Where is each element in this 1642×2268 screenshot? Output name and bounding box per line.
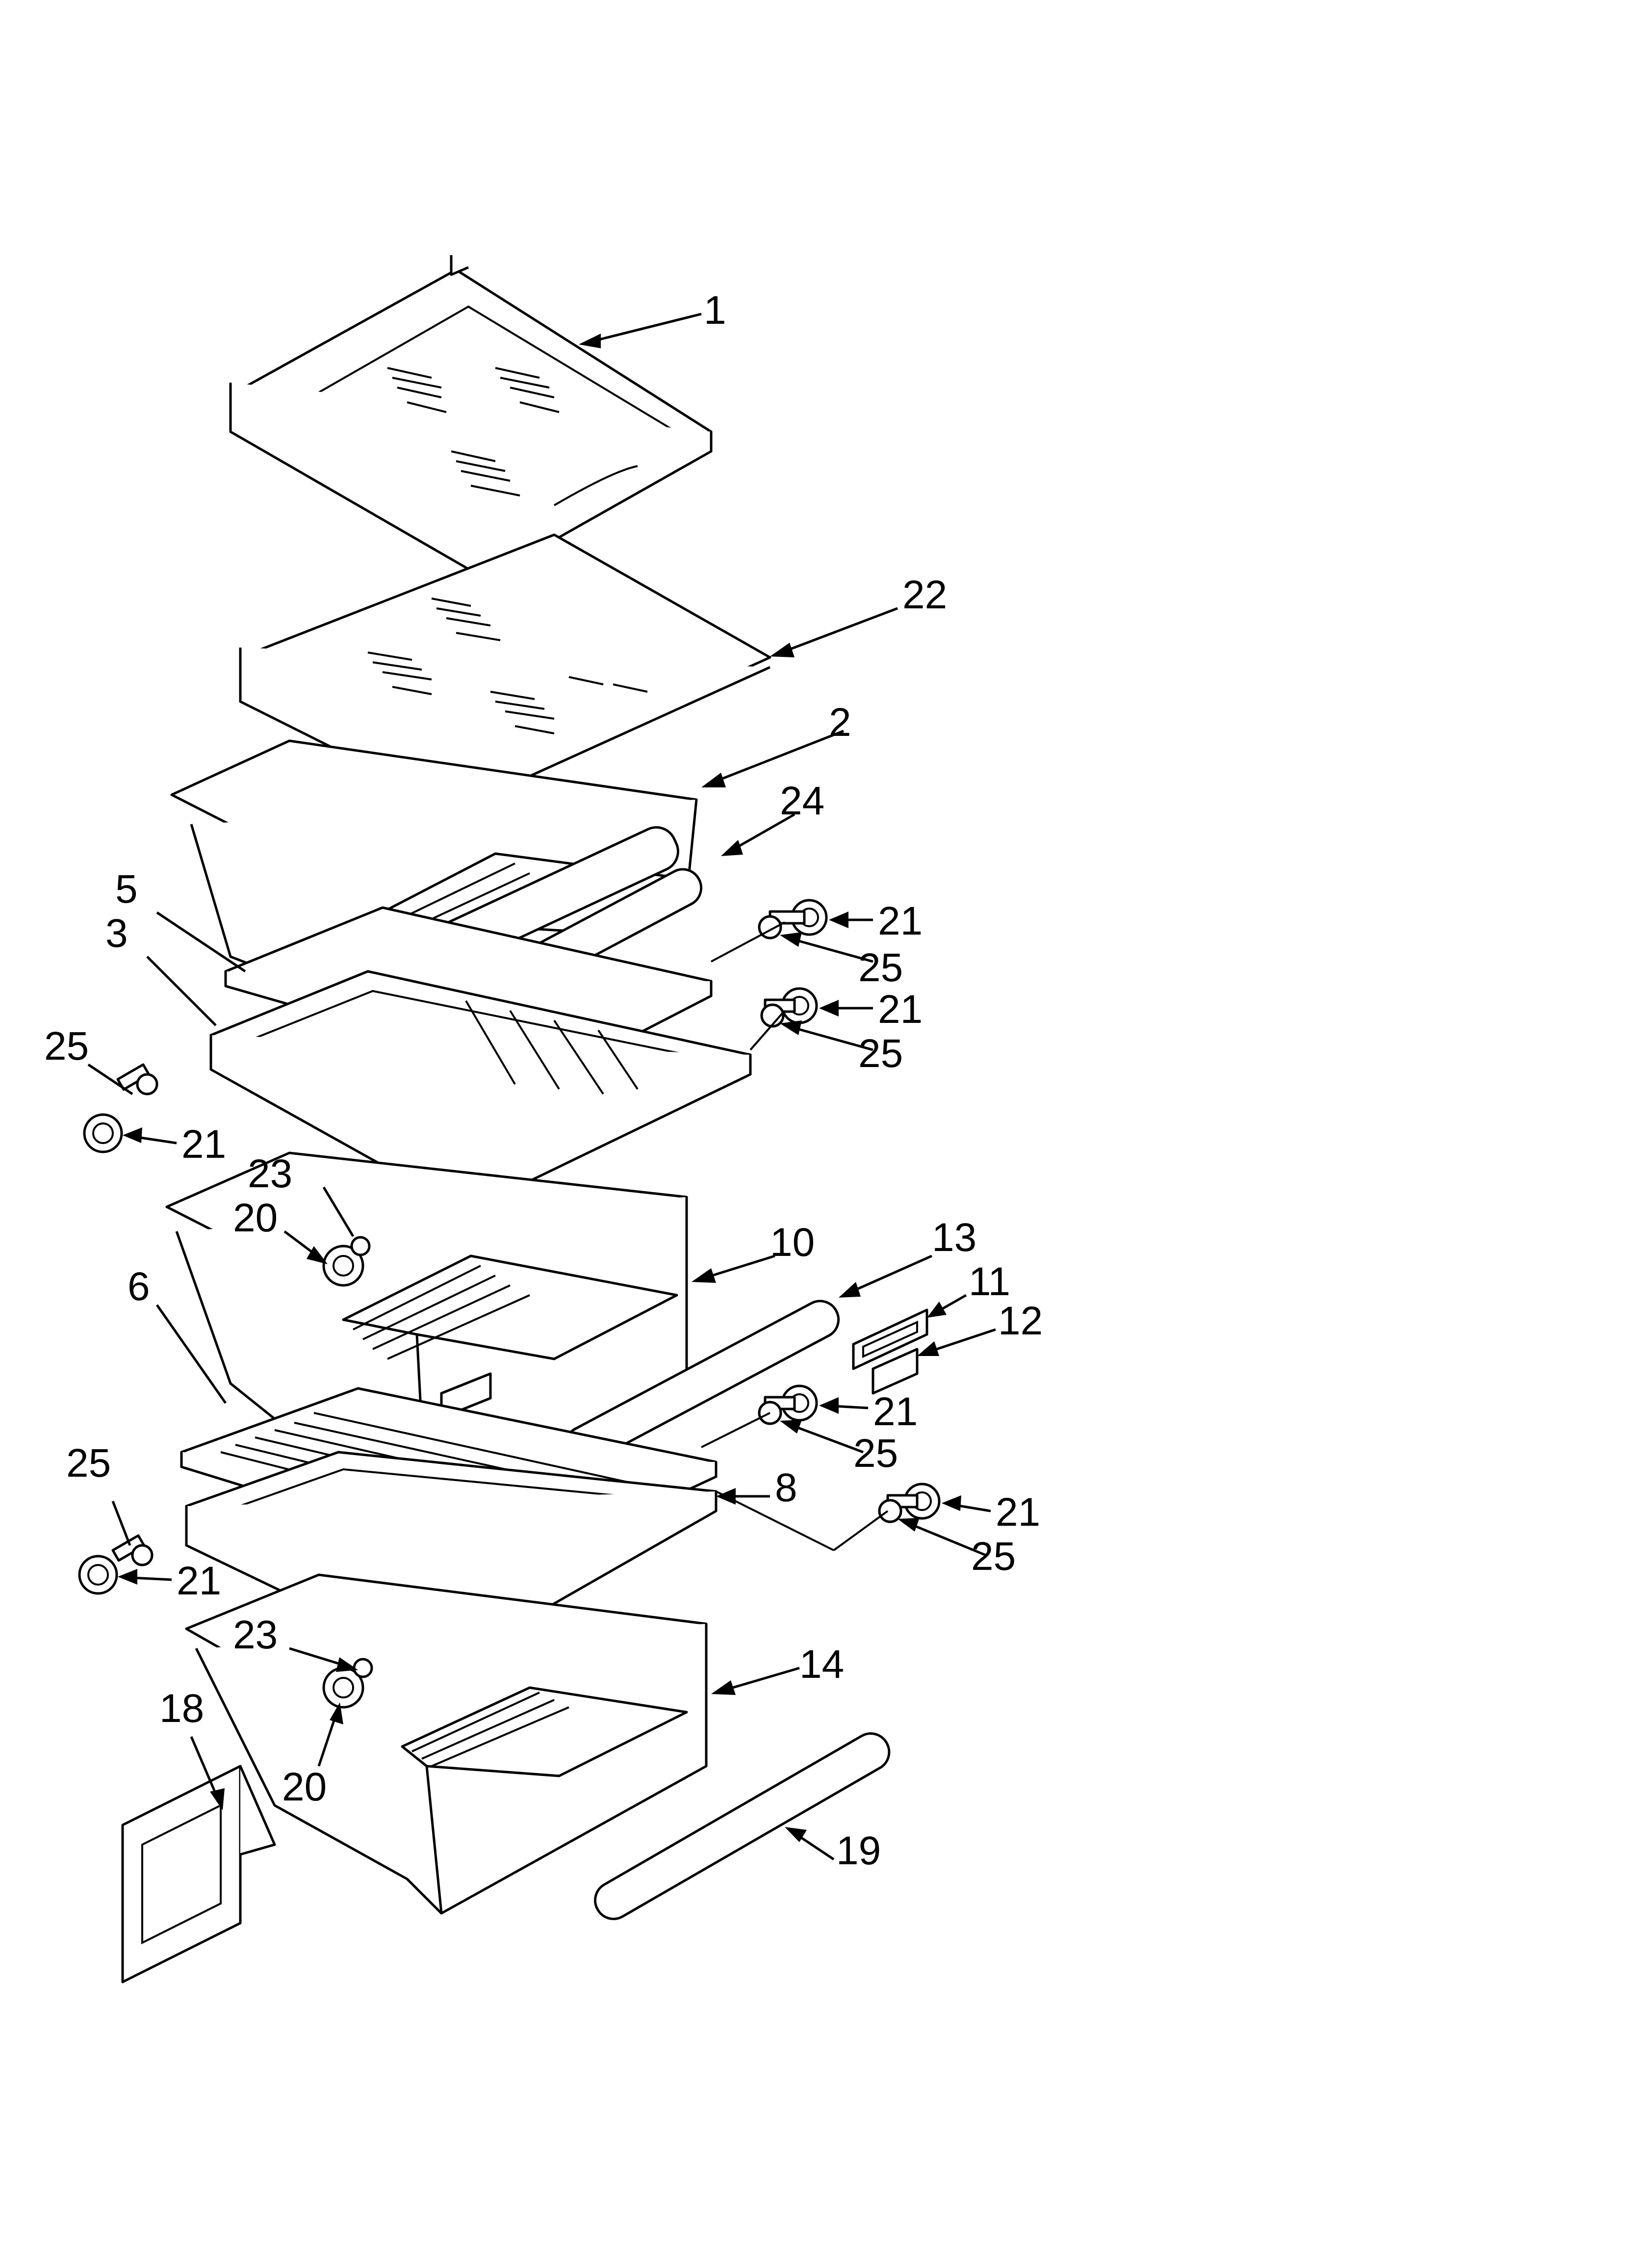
drawer-handle-part-19 [594, 1732, 891, 1920]
shelf-part-1 [229, 255, 713, 580]
callout-21c: 21 [181, 1122, 226, 1167]
callout-25f: 25 [66, 1441, 111, 1486]
callout-21f: 21 [177, 1559, 221, 1603]
callout-25e: 25 [971, 1534, 1016, 1579]
callout-6: 6 [128, 1264, 150, 1309]
callout-25c: 25 [44, 1024, 89, 1069]
callout-2: 2 [829, 700, 851, 745]
callout-25a: 25 [858, 945, 903, 990]
callout-3: 3 [105, 911, 128, 956]
callout-24: 24 [780, 779, 824, 823]
callout-21b: 21 [878, 987, 923, 1032]
callout-8: 8 [775, 1465, 797, 1510]
callout-22: 22 [902, 573, 947, 617]
callout-21a: 21 [878, 899, 923, 943]
callout-20b: 20 [282, 1765, 327, 1809]
clip-part-11 [852, 1308, 928, 1370]
glass-shelf-part-22 [239, 533, 771, 811]
leader-lines [87, 313, 996, 1861]
callout-25b: 25 [858, 1031, 903, 1076]
callout-13: 13 [932, 1215, 976, 1260]
callout-23b: 23 [233, 1613, 278, 1657]
shelf-frame-part-3 [209, 970, 752, 1213]
wheel-assemblies [78, 899, 941, 1709]
callout-14: 14 [799, 1642, 844, 1687]
callout-21d: 21 [873, 1389, 918, 1434]
callout-labels: 1 22 2 24 21 25 5 3 21 25 25 21 23 20 10… [44, 288, 1043, 1873]
callout-18: 18 [159, 1686, 204, 1731]
callout-21e: 21 [996, 1490, 1040, 1535]
crisper-drawer-part-14 [185, 1573, 708, 1915]
label-part-18 [121, 1765, 276, 1983]
callout-25d: 25 [853, 1431, 898, 1476]
callout-19: 19 [836, 1828, 881, 1873]
callout-11: 11 [969, 1259, 1010, 1304]
callout-23a: 23 [248, 1151, 292, 1196]
callout-5: 5 [115, 867, 138, 912]
callout-1: 1 [704, 288, 726, 333]
clip-part-12 [872, 1348, 919, 1395]
callout-12: 12 [998, 1299, 1043, 1343]
callout-20a: 20 [233, 1196, 278, 1240]
callout-10: 10 [770, 1220, 815, 1265]
